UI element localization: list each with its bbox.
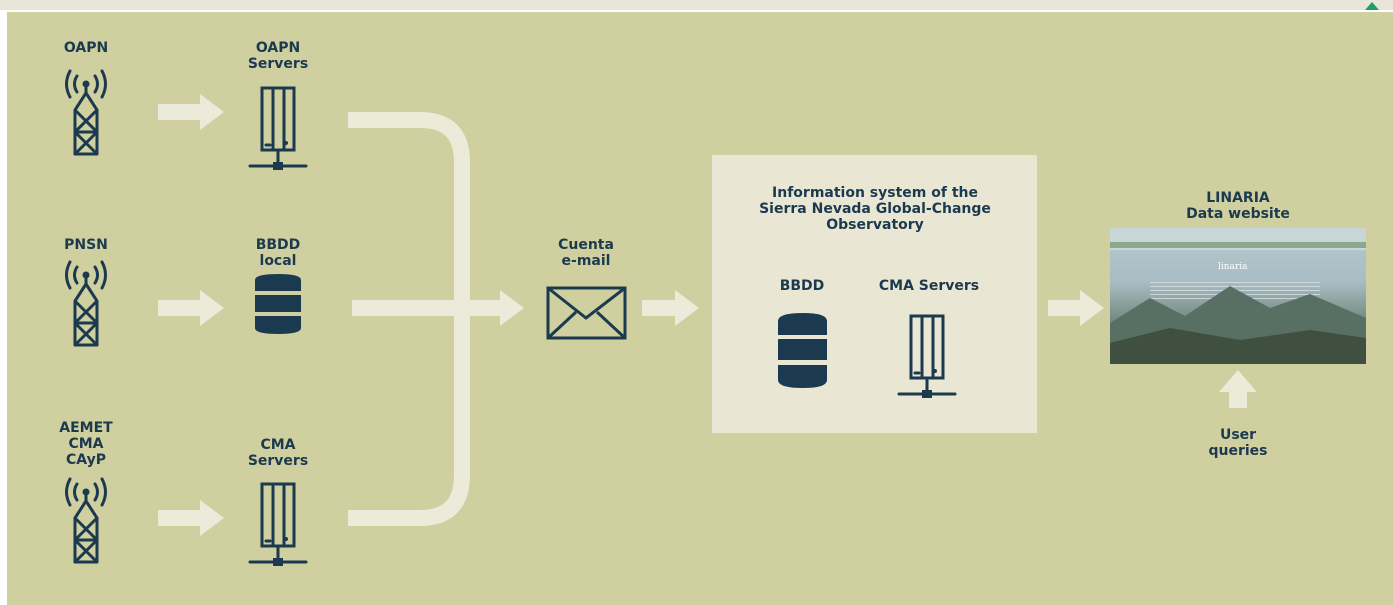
corner-accent (1365, 2, 1379, 10)
linaria-website-screenshot: linaria (1110, 228, 1366, 364)
label-line: OAPN (255, 40, 301, 56)
information-system-panel (712, 155, 1037, 433)
radio-tower-icon (65, 477, 107, 564)
screenshot-nav (1110, 242, 1366, 248)
label-line: Observatory (826, 217, 924, 233)
label-line: local (259, 253, 297, 269)
database-icon (778, 313, 827, 388)
database-icon (255, 274, 301, 334)
arrow-email-to-system (642, 290, 699, 326)
label-line: e-mail (561, 253, 611, 269)
label-line: Sierra Nevada Global-Change (759, 201, 991, 217)
top-band (0, 0, 1393, 10)
oapn-servers-label: OAPN Servers (248, 40, 308, 72)
merge-connector (348, 112, 470, 526)
arrow-system-to-website (1048, 290, 1104, 326)
arrow-oapn-to-servers (158, 94, 224, 130)
linaria-website-label: LINARIA Data website (1186, 190, 1290, 222)
arrow-user-queries (1219, 370, 1257, 408)
envelope-icon (546, 286, 627, 340)
aemet-source-label: AEMET CMA CAyP (59, 420, 112, 468)
label-line: User (1219, 427, 1257, 443)
email-account-label: Cuenta e-mail (558, 237, 614, 269)
label-line: Data website (1186, 206, 1290, 222)
screenshot-title: linaria (1218, 262, 1248, 272)
label-line: CMA (260, 437, 296, 453)
arrow-merge-to-email (462, 290, 524, 326)
server-icon (897, 314, 957, 398)
system-cma-servers-label: CMA Servers (878, 278, 980, 294)
label-line: Servers (247, 453, 309, 469)
label-line: CMA (68, 436, 104, 452)
radio-tower-icon (65, 260, 107, 347)
label-line: LINARIA (1206, 190, 1270, 206)
system-bbdd-label: BBDD (779, 278, 825, 294)
label-line: queries (1208, 443, 1268, 459)
label-line: AEMET (59, 420, 113, 436)
radio-tower-icon (65, 69, 107, 156)
server-icon (248, 86, 308, 170)
label-line: Servers (247, 56, 309, 72)
label-line: Information system of the (772, 185, 978, 201)
arrow-pnsn-to-bbdd (158, 290, 224, 326)
pnsn-source-label: PNSN (64, 237, 108, 253)
label-line: BBDD (255, 237, 301, 253)
label-line: Cuenta (558, 237, 614, 253)
arrow-aemet-to-cma (158, 500, 224, 536)
bbdd-local-label: BBDD local (256, 237, 301, 269)
foreground-hills (1110, 328, 1366, 364)
information-system-title: Information system of the Sierra Nevada … (759, 185, 991, 233)
oapn-source-label: OAPN (63, 40, 109, 56)
user-queries-label: User queries (1208, 427, 1267, 459)
cma-servers-label: CMA Servers (248, 437, 308, 469)
server-icon (248, 482, 308, 566)
label-line: CAyP (65, 452, 106, 468)
